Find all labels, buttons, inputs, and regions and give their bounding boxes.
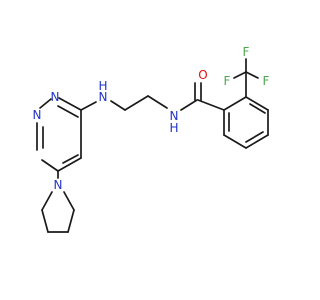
atom-n-amine: N: [99, 90, 108, 104]
molecule-structure: N N N H N H O N F F F: [33, 45, 270, 233]
bond: [245, 134, 269, 149]
bond: [67, 209, 75, 233]
bond: [41, 191, 53, 211]
bond: [58, 97, 82, 111]
bond: [245, 131, 264, 143]
bonds: [36, 58, 269, 233]
bond: [223, 96, 247, 111]
atom-n-pyrimidine-3: N: [51, 90, 60, 104]
atom-o-carbonyl: O: [198, 68, 207, 82]
atom-h-amide: H: [169, 121, 178, 135]
bond: [197, 99, 225, 111]
bond: [41, 159, 59, 172]
bond: [249, 103, 266, 114]
bond: [223, 134, 247, 149]
atom-n-pyrimidine-1: N: [33, 108, 42, 122]
bond: [110, 100, 126, 111]
bond: [245, 96, 269, 111]
atom-f-right: F: [263, 74, 270, 88]
atom-f-top: F: [243, 45, 250, 59]
bond: [39, 98, 52, 109]
bond: [41, 209, 49, 233]
atom-h-amine: H: [98, 79, 107, 93]
atom-n-amide: N: [170, 109, 179, 123]
bond: [57, 157, 82, 172]
bond: [63, 191, 75, 211]
bond: [180, 99, 198, 111]
bond: [233, 71, 247, 79]
bond: [245, 71, 259, 79]
bond: [147, 95, 168, 109]
bond: [62, 154, 79, 164]
atom-n-pyrrolidine: N: [54, 178, 63, 192]
bond: [124, 95, 149, 111]
bond: [57, 105, 79, 118]
bond: [80, 101, 97, 111]
atom-f-left: F: [224, 74, 231, 88]
atom-labels: N N N H N H O N F F F: [33, 45, 270, 192]
